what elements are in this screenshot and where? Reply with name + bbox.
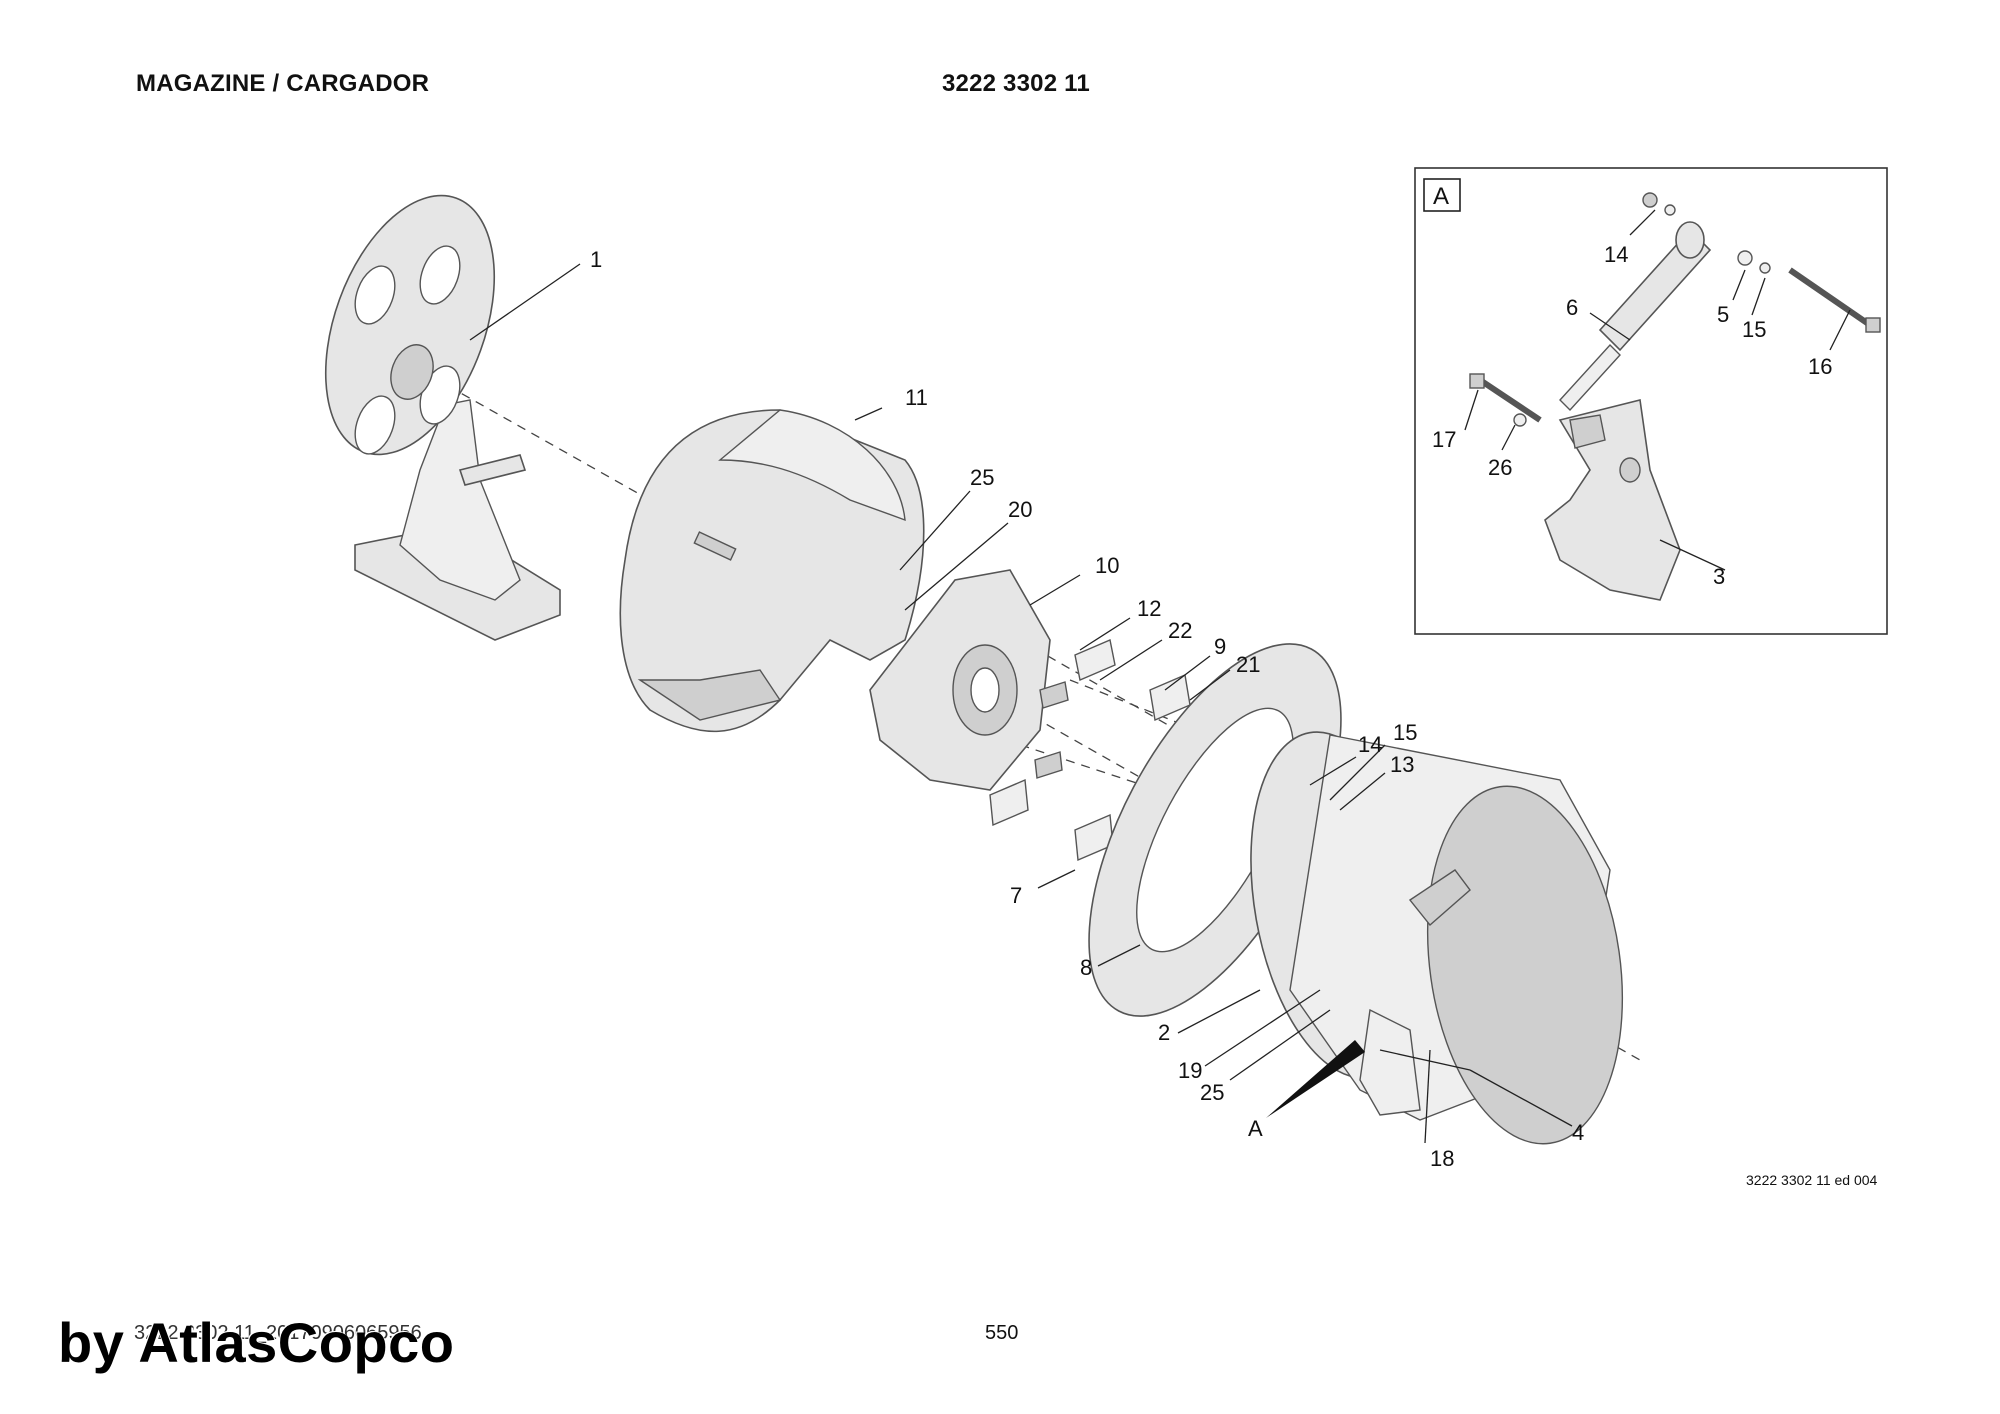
callout-18: 18: [1430, 1146, 1454, 1171]
page-title: MAGAZINE / CARGADOR: [136, 70, 430, 97]
part-10-hub-plate: [869, 569, 1051, 791]
detail-callout-15: 15: [1742, 317, 1766, 342]
detail-tag: A: [1433, 183, 1449, 210]
callout-22: 22: [1168, 618, 1192, 643]
callout-1: 1: [590, 247, 602, 272]
detail-a-pointer: [1266, 1040, 1365, 1118]
callout-19: 19: [1178, 1058, 1202, 1083]
detail-callout-6: 6: [1566, 295, 1578, 320]
detail-callout-5: 5: [1717, 302, 1729, 327]
callout-7: 7: [1010, 883, 1022, 908]
callout-labels: 1 11 25 20 10 12 22 9 21 14 15 13 7 8 2 …: [590, 247, 1584, 1171]
detail-view-a: A 14 6 5 15 16 17 26 3: [1414, 167, 1888, 635]
leader-lines: [469, 263, 1573, 1144]
callout-9: 9: [1214, 634, 1226, 659]
page-number: 550: [985, 1322, 1019, 1344]
callout-20: 20: [1008, 497, 1032, 522]
callout-14: 14: [1358, 732, 1382, 757]
callout-8: 8: [1080, 955, 1092, 980]
detail-callout-26: 26: [1488, 455, 1512, 480]
callout-15: 15: [1393, 720, 1417, 745]
callout-21: 21: [1236, 652, 1260, 677]
callout-25: 25: [970, 465, 994, 490]
detail-callout-16: 16: [1808, 354, 1832, 379]
part-2-drum: [1250, 731, 1624, 1145]
detail-callout-3: 3: [1713, 564, 1725, 589]
callout-10: 10: [1095, 553, 1119, 578]
callout-A: A: [1248, 1116, 1263, 1141]
part-1-stand: [324, 194, 561, 641]
detail-callout-14: 14: [1604, 242, 1628, 267]
part-number: 3222 3302 11: [942, 70, 1090, 97]
callout-2: 2: [1158, 1020, 1170, 1045]
callout-12: 12: [1137, 596, 1161, 621]
callout-11: 11: [905, 385, 928, 410]
callout-4: 4: [1572, 1120, 1584, 1145]
part-11-cover: [619, 409, 925, 733]
drawing-reference-code: 3222 3302 11 ed 004: [1746, 1172, 1878, 1188]
watermark-text: by AtlasCopco: [58, 1311, 455, 1374]
footer-document-code: 3222 3302 11_20170906065956: [134, 1322, 422, 1344]
detail-callout-17: 17: [1432, 427, 1456, 452]
bracket-parts: [989, 639, 1191, 862]
callout-25b: 25: [1200, 1080, 1224, 1105]
callout-13: 13: [1390, 752, 1414, 777]
